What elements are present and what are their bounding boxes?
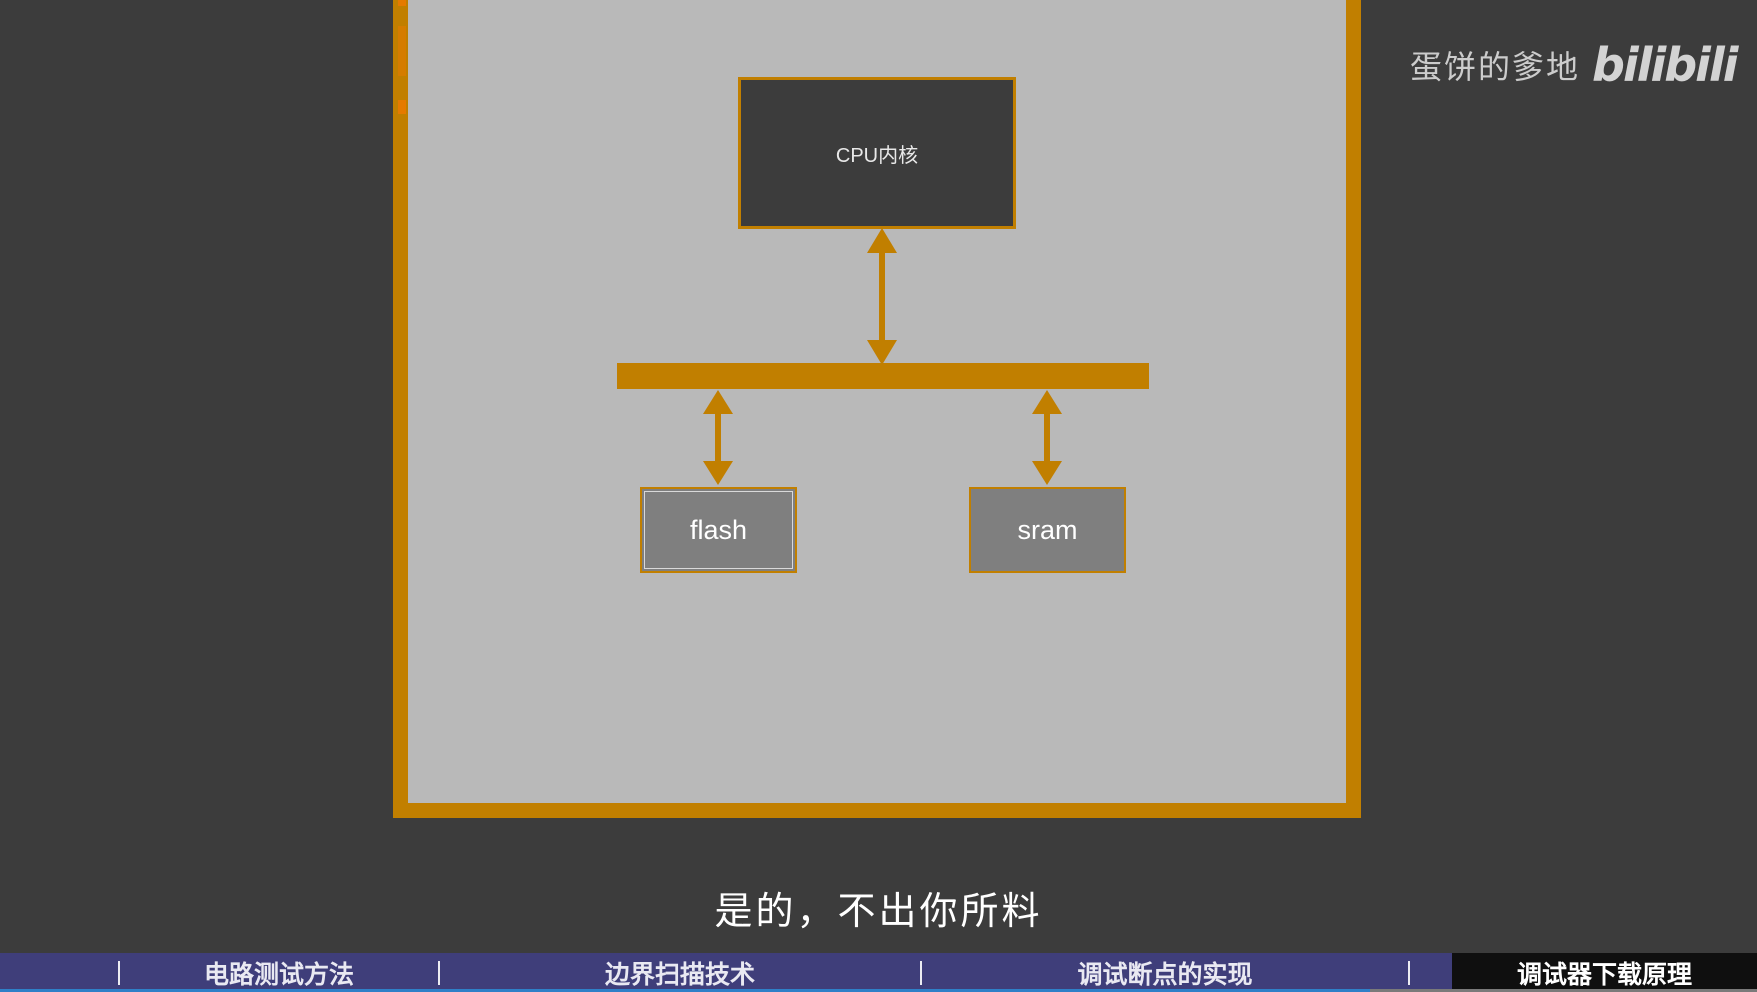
subtitle-caption: 是的，不出你所料: [714, 889, 1043, 933]
chapter-label: 调试断点的实现: [1077, 959, 1253, 989]
channel-name: 蛋饼的爹地: [1410, 48, 1581, 86]
chapter-item-4-active[interactable]: 调试器下载原理: [1452, 953, 1757, 992]
flash-block: flash: [640, 487, 797, 573]
system-bus: [617, 363, 1149, 389]
chapter-bar: 电路测试方法 边界扫描技术 调试断点的实现 调试器下载原理: [0, 953, 1757, 992]
chapter-bar-spacer: [0, 953, 118, 992]
chapter-item-3[interactable]: 调试断点的实现: [922, 953, 1408, 992]
chapter-item-2[interactable]: 边界扫描技术: [440, 953, 920, 992]
chapter-separator: [920, 960, 922, 985]
chapter-label: 边界扫描技术: [604, 959, 755, 989]
chapter-label: 电路测试方法: [203, 959, 354, 989]
playback-progress-played[interactable]: [0, 989, 1370, 992]
chapter-separator: [438, 960, 440, 985]
chapter-separator: [1408, 960, 1410, 985]
cpu-core-block: CPU内核: [738, 77, 1016, 229]
chapter-bar-spacer: [1410, 953, 1452, 992]
flash-label: flash: [689, 514, 748, 545]
bilibili-logo: bilibili: [1592, 38, 1738, 92]
cpu-core-label: CPU内核: [835, 144, 919, 167]
sram-block: sram: [969, 487, 1126, 573]
chapter-label: 调试器下载原理: [1516, 959, 1692, 989]
sram-label: sram: [1017, 514, 1078, 545]
frame-edge-marks: [398, 0, 406, 120]
chapter-item-1[interactable]: 电路测试方法: [120, 953, 438, 992]
chapter-separator: [118, 960, 120, 985]
channel-watermark: 蛋饼的爹地 bilibili: [1410, 30, 1738, 100]
playback-progress-remaining[interactable]: [1370, 989, 1757, 992]
